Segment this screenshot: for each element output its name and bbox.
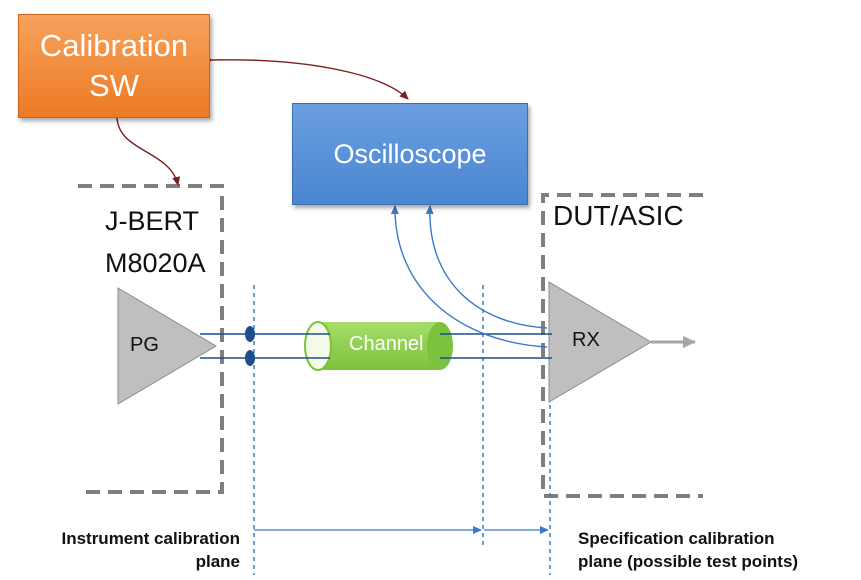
sw-to-osc-arrow [203,56,409,100]
connector-dot-top [245,326,255,342]
rx-triangle [548,281,652,403]
pg-triangle [117,287,217,405]
sw-to-jbert-arrow [116,116,181,186]
instrument-calibration-plane-label: Instrument calibration plane [61,529,240,571]
specification-calibration-plane-label: Specification calibration plane (possibl… [578,529,799,571]
dut-asic-label: DUT/ASIC [553,200,684,231]
calibration-sw-block: Calibration SW [18,14,210,118]
jbert-label: J-BERT M8020A [105,206,206,278]
oscilloscope-block: Oscilloscope [292,103,528,205]
pg-label: PG [130,334,159,356]
channel-face [304,321,332,371]
probe-arrow-inner [425,205,548,329]
connector-dot-bottom [245,350,255,366]
jbert-dashed-box [78,184,224,494]
dut-dashed-box [541,193,703,498]
channel-end [427,322,453,370]
channel-body [318,322,440,370]
rx-label: RX [572,329,600,351]
probe-arrow-outer [390,205,548,348]
channel-label: Channel [349,333,424,355]
